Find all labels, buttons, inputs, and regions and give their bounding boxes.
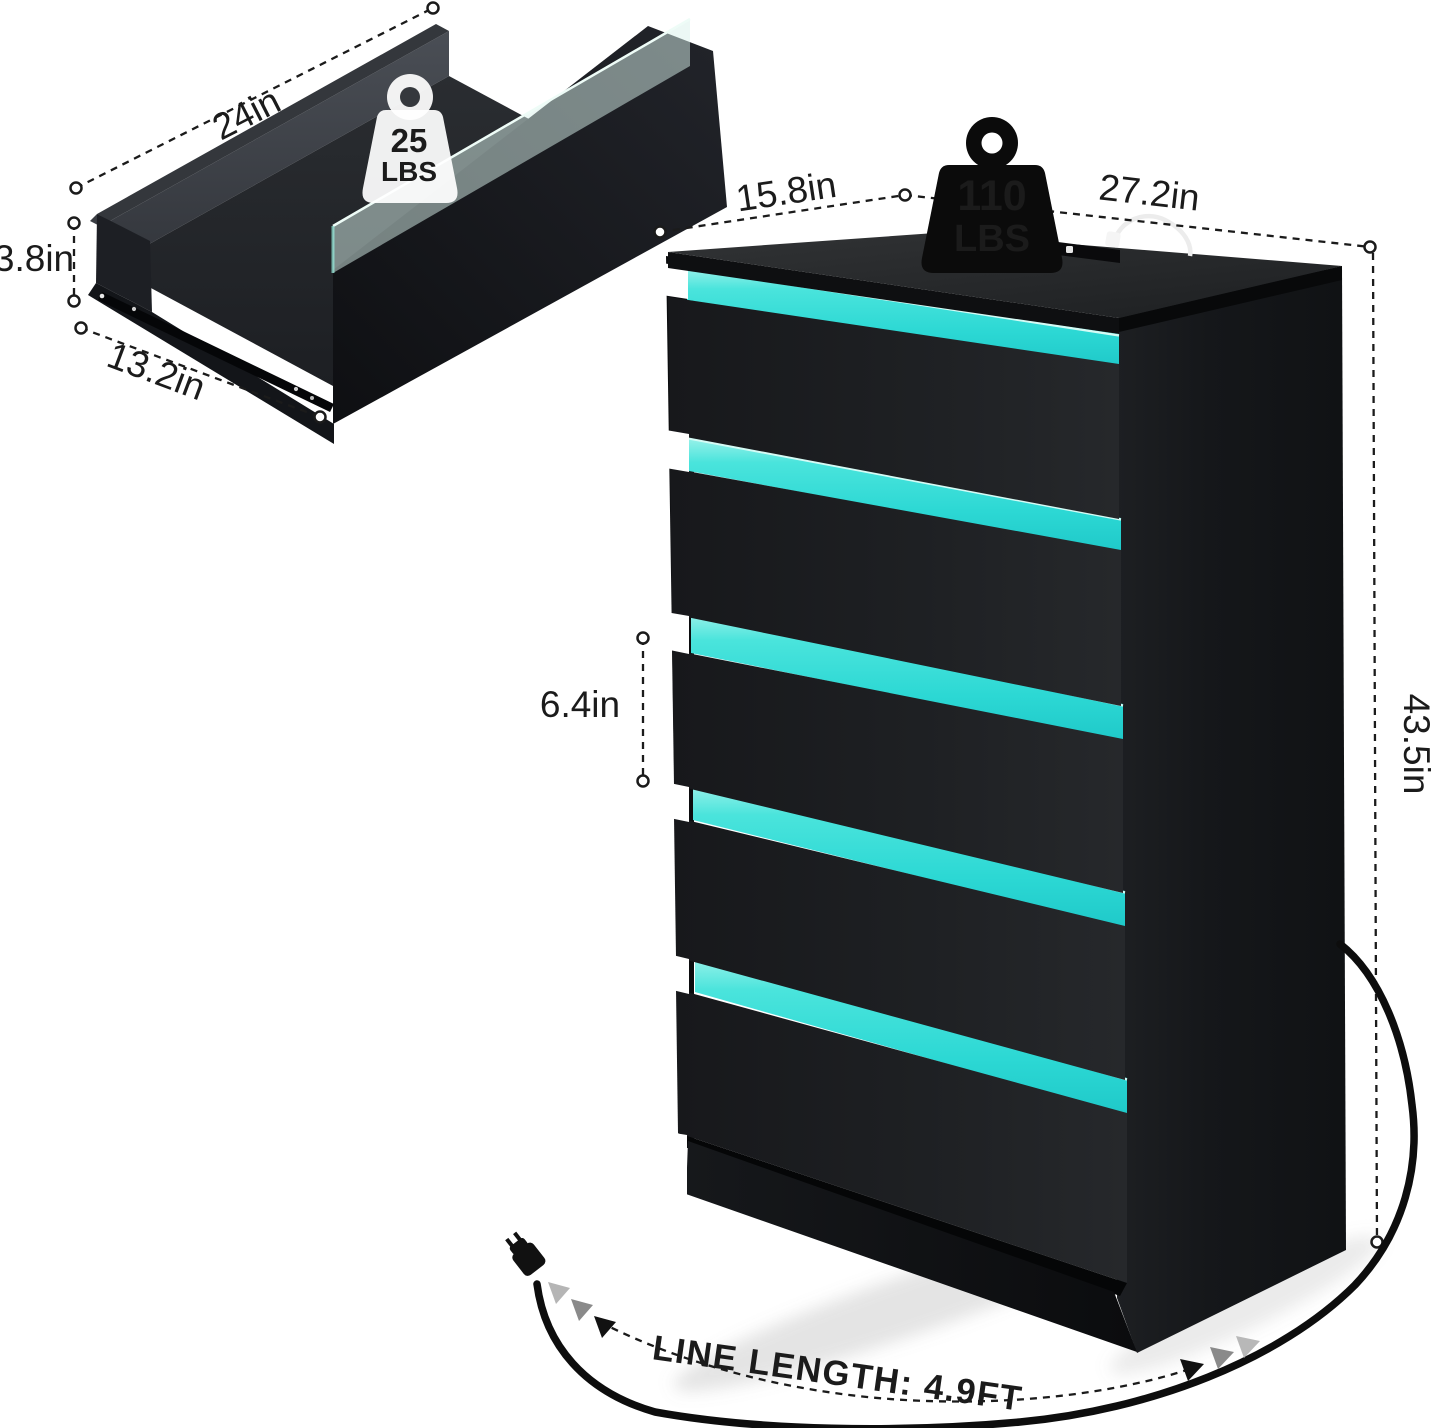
- cord-length-arc: [599, 1320, 1194, 1403]
- usb-connector: [1105, 231, 1121, 248]
- dimension-endpoint: [636, 774, 650, 788]
- drawer-face-5: [676, 989, 1127, 1283]
- cabinet-illustration: [656, 213, 1381, 1392]
- drawer-front-panel: [333, 26, 727, 424]
- drawer-pitch-label: 6.4in: [540, 684, 620, 725]
- plug-prong: [505, 1237, 514, 1248]
- dimension-endpoint: [636, 631, 650, 645]
- dimension-endpoint: [69, 181, 83, 195]
- dimension-line-drawer-width: [75, 6, 434, 190]
- weight-ring-hole: [981, 132, 1003, 154]
- led-strip: [693, 783, 1125, 928]
- arrowhead-icon: [1180, 1359, 1204, 1381]
- dimension-line-cabinet-height: [1371, 252, 1379, 1243]
- charging-station: [1058, 213, 1193, 263]
- cabinet-height-label: 43.5in: [1396, 694, 1437, 795]
- drawer-slide-rail: [98, 291, 334, 413]
- cabinet-capacity-value: 110: [957, 172, 1026, 220]
- cabinet-drawer-faces: [668, 297, 1127, 1283]
- dimension-endpoint: [1363, 240, 1377, 254]
- drawer-end-wall: [96, 214, 152, 312]
- drawer-illustration: [88, 17, 727, 444]
- arrowhead-icon: [571, 1299, 593, 1321]
- dimension-endpoint: [898, 188, 912, 202]
- led-strip: [689, 437, 1121, 552]
- drawer-weight-capacity-icon: 25 LBS: [362, 74, 458, 203]
- arrowhead-icon: [1210, 1347, 1234, 1369]
- usb-port: [1066, 246, 1073, 253]
- led-strip: [691, 612, 1123, 741]
- cabinet-side-panel: [1117, 266, 1346, 1353]
- arrowhead-icon: [594, 1316, 616, 1338]
- drawer-capacity-value: 25: [391, 122, 428, 159]
- rail-screw: [293, 386, 299, 392]
- drawer-height-label: 3.8in: [0, 238, 74, 279]
- arrowhead-icon: [548, 1282, 570, 1304]
- top-slab-front-edge: [668, 252, 1119, 334]
- rail-screw: [310, 396, 314, 400]
- dimension-endpoint: [426, 1, 440, 15]
- top-slab-surface: [668, 233, 1342, 318]
- arrowhead-icon: [1236, 1336, 1260, 1358]
- drawer-face-3: [672, 650, 1123, 893]
- drawer-back-wall: [110, 31, 449, 266]
- plug-head: [509, 1237, 528, 1255]
- gap-notch: [660, 952, 689, 994]
- led-strip: [695, 955, 1127, 1115]
- rail-screw: [131, 306, 137, 312]
- dimension-line-cabinet-depth: [659, 193, 906, 234]
- led-strip: [687, 267, 1119, 367]
- base-shadow-step: [678, 1133, 1127, 1296]
- plug-prong: [513, 1231, 522, 1242]
- weight-body: [921, 165, 1063, 273]
- base-left-notch: [656, 1130, 687, 1197]
- top-slab-right-edge: [1119, 266, 1342, 332]
- cabinet-width-label: 27.2in: [1097, 167, 1202, 219]
- dimension-endpoint: [74, 321, 88, 335]
- drawer-capacity-unit: LBS: [381, 156, 437, 187]
- dimension-endpoint: [67, 294, 81, 308]
- rail-screw: [99, 293, 105, 299]
- gap-notch: [660, 429, 689, 472]
- dimension-endpoint: [653, 225, 667, 239]
- gap-notch: [662, 263, 688, 299]
- usb-module: [1058, 242, 1120, 263]
- dimension-line-drawer-depth: [80, 326, 321, 419]
- dimension-endpoint: [313, 410, 327, 424]
- drawer-back-rim: [97, 24, 449, 221]
- drawer-face-2: [670, 468, 1121, 706]
- weight-ring-hole: [400, 87, 420, 107]
- power-cord: [533, 940, 1418, 1428]
- drawer-face-1: [668, 297, 1119, 519]
- drawer-glass-divider: [333, 19, 690, 273]
- cabinet-capacity-unit: LBS: [954, 218, 1030, 260]
- power-plug: [505, 1231, 546, 1276]
- dimension-endpoint: [67, 216, 81, 230]
- gap-notch: [660, 781, 689, 822]
- cabinet-weight-capacity-icon: 110 LBS: [921, 117, 1063, 273]
- drawer-face-4: [674, 817, 1125, 1080]
- cabinet-depth-label: 15.8in: [733, 164, 839, 219]
- weight-body: [362, 110, 458, 203]
- cabinet-base: [686, 1141, 1137, 1352]
- usb-cable: [1111, 213, 1193, 257]
- drawer-gap-notches: [660, 263, 689, 994]
- gap-notch: [660, 611, 689, 654]
- led-strip-highlight: [688, 437, 1122, 521]
- cabinet-shadow-right: [1109, 1235, 1381, 1375]
